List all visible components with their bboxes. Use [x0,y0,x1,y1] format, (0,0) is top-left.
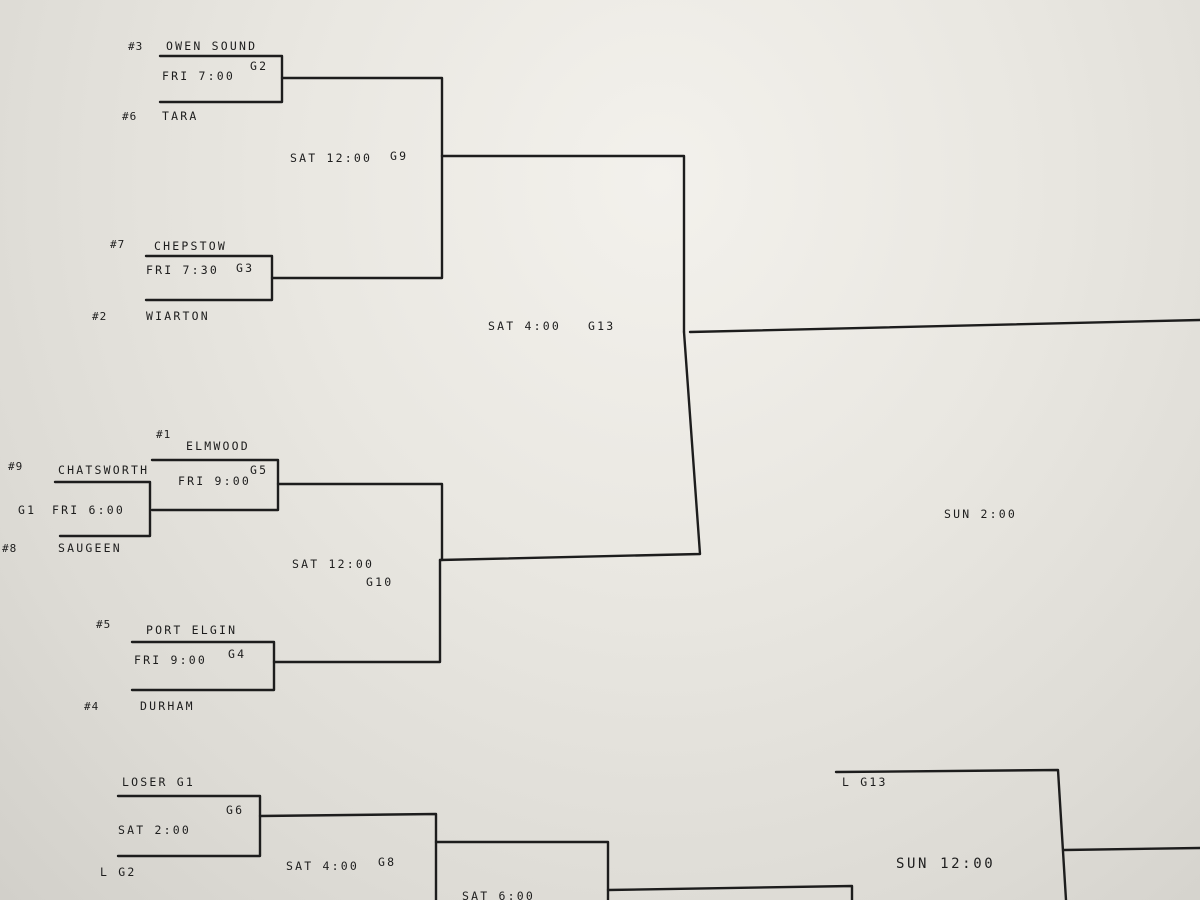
seed-label: #8 [2,542,17,555]
game-time: SAT 6:00 [462,889,535,900]
game-number: G1 [18,503,36,517]
bracket-line-g4 [130,640,276,692]
game-number: G3 [236,261,254,275]
game-number: G13 [588,319,615,333]
game-time: SAT 12:00 [292,557,374,571]
team-name: DURHAM [140,699,195,713]
bracket-lines [53,54,1200,900]
bracket-line-g3-out [270,154,444,280]
bracket-line-g5-out [276,482,444,562]
seed-label: #3 [128,40,143,53]
game-number: G9 [390,149,408,163]
game-time: FRI 9:00 [134,653,207,667]
team-name: CHEPSTOW [154,239,227,253]
team-name: TARA [162,109,199,123]
game-number: G4 [228,647,246,661]
bracket-line-g1 [53,480,152,538]
team-name: L G13 [842,775,888,789]
game-time: SAT 12:00 [290,151,372,165]
bracket-line-g13-out [688,318,1200,334]
bracket-line-g9-out [440,154,686,334]
game-time: FRI 7:30 [146,263,219,277]
game-time: FRI 6:00 [52,503,125,517]
seed-label: #6 [122,110,137,123]
bracket-line-g6-out [258,812,438,900]
game-number: G8 [378,855,396,869]
game-time: SAT 2:00 [118,823,191,837]
team-name: LOSER G1 [122,775,195,789]
game-number: G6 [226,803,244,817]
seed-label: #5 [96,618,111,631]
team-name: OWEN SOUND [166,39,257,53]
bracket-line-g4-out [272,558,442,664]
seed-label: #2 [92,310,107,323]
bracket-line-g10-out [438,330,702,562]
team-name: WIARTON [146,309,210,323]
team-name: L G2 [100,865,137,879]
game-time: SAT 4:00 [488,319,561,333]
game-number: G5 [250,463,268,477]
bracket-line-g8-box [434,840,610,900]
game-number: G2 [250,59,268,73]
bracket-line-g6 [116,794,262,858]
game-time: FRI 7:00 [162,69,235,83]
game-time: SAT 4:00 [286,859,359,873]
game-time: SUN 12:00 [896,856,995,872]
game-time: FRI 9:00 [178,474,251,488]
team-name: ELMWOOD [186,439,250,453]
team-name: SAUGEEN [58,541,122,555]
bracket-line-sun-noon-out [1062,846,1200,852]
seed-label: #1 [156,428,171,441]
bracket-line-g2-out [280,76,444,158]
team-name: CHATSWORTH [58,463,149,477]
seed-label: #4 [84,700,99,713]
game-number: G10 [366,575,393,589]
seed-label: #9 [8,460,23,473]
bracket-line-g8-out [606,884,854,900]
game-time: SUN 2:00 [944,507,1017,521]
team-name: PORT ELGIN [146,623,237,637]
seed-label: #7 [110,238,125,251]
bracket-line-l-g13 [834,768,1068,900]
